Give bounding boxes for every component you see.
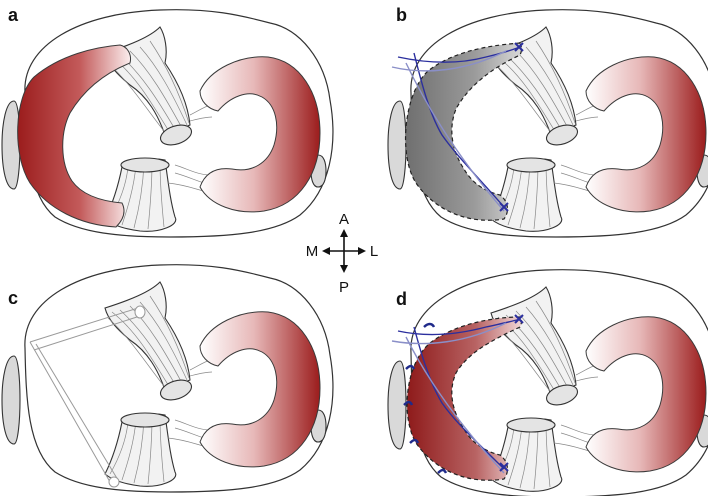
arrow-left-icon: [322, 247, 330, 255]
anchor-mark-anterior: [514, 314, 524, 324]
panel-a: a: [1, 5, 334, 238]
graft-gray: [404, 42, 523, 221]
label-medial: M: [306, 243, 319, 260]
orientation-compass: A P M L: [306, 211, 378, 296]
panel-d: d: [387, 269, 708, 496]
panel-label-c: c: [8, 288, 18, 308]
suture-line: [397, 318, 521, 336]
anchor-mark-anterior: [514, 42, 524, 52]
arrow-down-icon: [340, 265, 348, 273]
panel-label-d: d: [396, 289, 407, 309]
bone-tunnel: [29, 305, 146, 488]
peripheral-stitches: [403, 322, 448, 474]
label-posterior: P: [339, 279, 349, 296]
label-anterior: A: [339, 211, 349, 228]
arrow-right-icon: [358, 247, 366, 255]
panel-label-a: a: [8, 5, 19, 25]
medial-meniscus: [17, 44, 131, 228]
suture-line: [397, 46, 521, 63]
anchor-mark-posterior: [499, 462, 509, 472]
panel-c: c: [1, 264, 334, 493]
panel-b: b: [387, 5, 708, 238]
graft-red: [406, 316, 523, 481]
anchor-mark-posterior: [499, 202, 509, 212]
arrow-up-icon: [340, 229, 348, 237]
panel-label-b: b: [396, 5, 407, 25]
label-lateral: L: [370, 243, 378, 260]
